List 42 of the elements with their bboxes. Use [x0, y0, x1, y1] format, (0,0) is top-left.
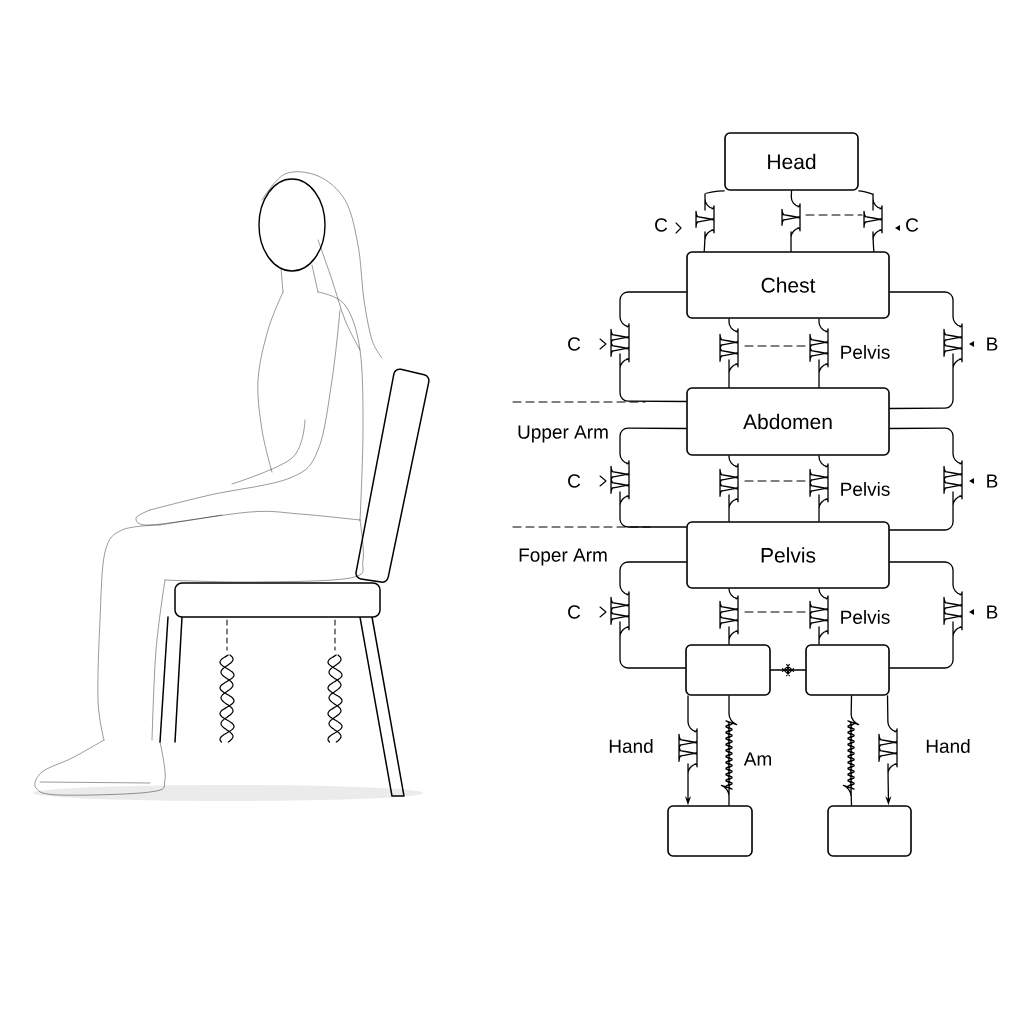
edge-label: C — [566, 336, 582, 352]
spring — [695, 190, 725, 252]
edge-label: C — [904, 217, 920, 233]
edge-label: C — [566, 604, 582, 620]
spring — [809, 318, 829, 388]
edge-label: Hand — [607, 738, 655, 754]
edge-label: Pelvis — [838, 344, 892, 360]
edge-label: Hand — [924, 738, 972, 754]
spring — [809, 455, 829, 522]
edge-label: C — [653, 217, 669, 233]
edge-label: B — [984, 473, 1000, 489]
empty-box — [805, 644, 890, 696]
spring — [719, 588, 739, 645]
side-label: Foper Arm — [519, 548, 607, 566]
body-segment-box: Abdomen — [686, 387, 890, 456]
spring — [889, 561, 963, 669]
zigzag-spring — [720, 695, 738, 806]
spring — [719, 318, 739, 388]
empty-box — [685, 644, 771, 696]
edge-label: B — [984, 336, 1000, 352]
edge-label: C — [566, 473, 582, 489]
zigzag-spring — [842, 695, 860, 806]
side-label: Upper Arm — [518, 425, 608, 443]
spring — [809, 588, 829, 645]
spring — [858, 190, 883, 252]
body-segment-box: Head — [724, 132, 859, 191]
edge-label: Pelvis — [838, 481, 892, 497]
spring — [610, 427, 687, 528]
spring — [610, 291, 687, 403]
empty-box — [667, 805, 753, 857]
spring — [719, 455, 739, 522]
edge-label: Pelvis — [838, 609, 892, 625]
connector-line — [770, 663, 806, 677]
spring — [889, 427, 963, 531]
body-segment-box: Pelvis — [686, 521, 890, 589]
spring — [610, 561, 687, 669]
spring — [781, 190, 801, 252]
spring — [889, 291, 963, 410]
edge-label: Am — [742, 751, 774, 767]
body-segment-box: Chest — [686, 251, 890, 319]
empty-box — [827, 805, 912, 857]
edge-label: B — [984, 604, 1000, 620]
